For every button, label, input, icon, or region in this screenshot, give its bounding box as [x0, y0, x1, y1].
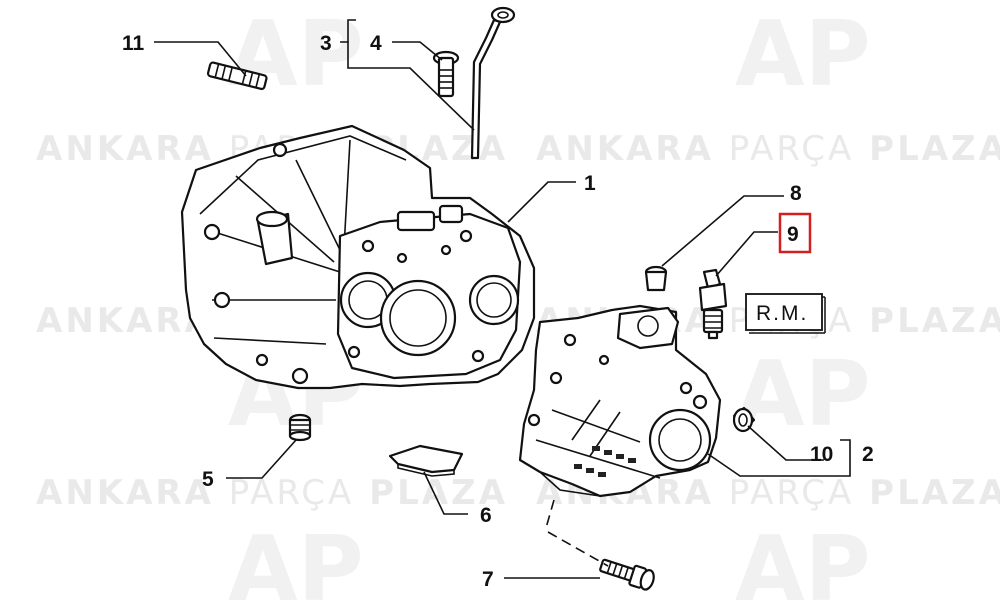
callout-8: 8 — [790, 182, 802, 205]
part-8-plug — [644, 265, 668, 292]
svg-text:ANKARA PARÇA PLAZA: ANKARA PARÇA PLAZA — [536, 129, 1000, 169]
rm-label: R.M. — [756, 302, 808, 325]
part-3-dipstick — [470, 6, 516, 160]
callout-11: 11 — [122, 32, 145, 55]
callout-3: 3 — [320, 32, 332, 55]
part-5-drain-plug — [288, 413, 312, 442]
svg-text:AP: AP — [735, 342, 871, 447]
callout-6: 6 — [480, 504, 492, 527]
svg-text:AP: AP — [228, 517, 364, 600]
watermark-logo: AP AP AP AP AP AP — [228, 2, 871, 600]
part-11-stud — [206, 61, 268, 91]
part-6-plate — [388, 444, 464, 477]
svg-text:AP: AP — [228, 2, 364, 107]
part-4-bolt — [432, 50, 460, 98]
svg-text:ANKARA PARÇA PLAZA: ANKARA PARÇA PLAZA — [36, 473, 508, 513]
callout-labels: 11 3 4 1 8 9 R.M. 10 2 5 6 7 — [122, 32, 874, 591]
part-9-switch — [698, 268, 728, 340]
part-7-bolt — [599, 558, 655, 591]
callout-2: 2 — [862, 443, 874, 466]
part-2-gearbox-casing — [518, 304, 722, 498]
callout-1: 1 — [584, 172, 596, 195]
rm-box: R.M. — [745, 293, 826, 334]
callout-9: 9 — [787, 223, 799, 246]
callout-4: 4 — [370, 32, 382, 55]
callout-5: 5 — [202, 468, 214, 491]
callout-10: 10 — [810, 443, 833, 466]
callout-7: 7 — [482, 568, 494, 591]
callout-9-highlight: 9 — [778, 212, 812, 254]
part-10-bushing — [732, 406, 756, 433]
svg-text:AP: AP — [735, 517, 871, 600]
part-1-gearbox-housing — [180, 124, 536, 390]
svg-text:AP: AP — [735, 2, 871, 107]
leader-lines — [154, 19, 851, 579]
